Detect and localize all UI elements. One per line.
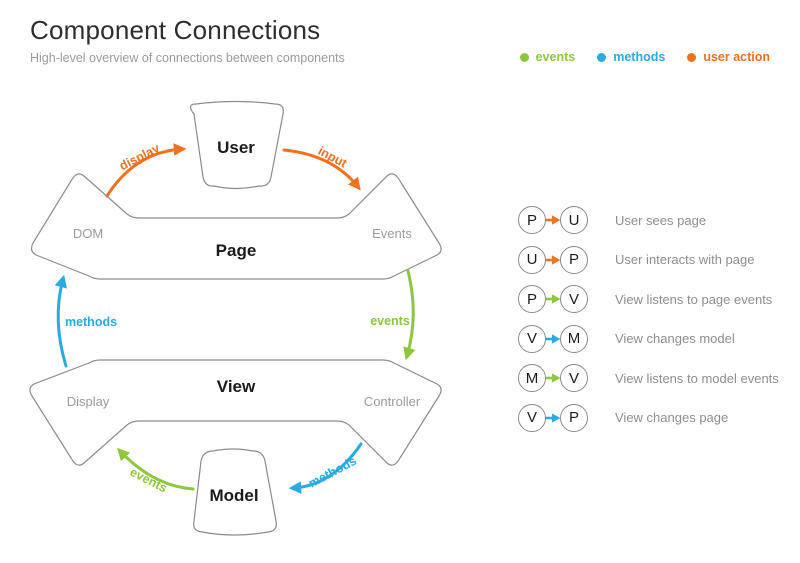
page-label: Page (216, 241, 257, 260)
model-label: Model (209, 486, 258, 505)
events-corner-label: Events (372, 226, 412, 241)
methods-page-flow-label: methods (65, 315, 117, 329)
arrow-events-page (403, 269, 416, 361)
arrow-right-icon (545, 294, 561, 304)
user-label: User (217, 138, 255, 157)
legend-node-to: P (560, 245, 588, 274)
type-legend-methods: methods (597, 50, 665, 64)
legend-row-label: User interacts with page (615, 252, 755, 267)
arrow-right-icon (545, 333, 561, 344)
legend-row-view-listens-page: P V View listens to page events (518, 285, 779, 313)
legend-node-from: V (518, 403, 546, 432)
arrow-right-icon (545, 412, 561, 423)
arrow-methods-page (54, 274, 68, 368)
user-action-dot-icon (687, 52, 697, 62)
view-shape[interactable] (29, 359, 442, 466)
view-label: View (217, 377, 256, 396)
model-shape[interactable] (193, 448, 277, 536)
legend-node-to: V (560, 364, 588, 392)
type-legend-user-action: user action (687, 50, 770, 64)
legend-row-label: View listens to page events (615, 291, 773, 307)
relationship-legend: P U User sees page U P User interacts wi… (518, 206, 779, 432)
arrow-right-icon (545, 215, 561, 225)
type-legend-events-label: events (535, 50, 576, 64)
events-model-flow-label: events (128, 465, 170, 495)
legend-row-user-sees-page: P U User sees page (518, 206, 779, 234)
legend-row-view-changes-page: V P View changes page (518, 403, 779, 432)
legend-node-to: V (560, 285, 588, 313)
methods-model-flow-label: methods (306, 454, 359, 491)
legend-row-view-listens-model: M V View listens to model events (518, 364, 779, 392)
page-title: Component Connections (30, 15, 321, 45)
page-shape[interactable] (30, 173, 442, 280)
type-legend-methods-label: methods (613, 50, 666, 64)
legend-node-to: U (560, 206, 588, 234)
legend-node-to: P (560, 403, 588, 432)
legend-node-from: P (518, 285, 546, 313)
events-dot-icon (519, 52, 529, 62)
arrow-display (105, 143, 187, 198)
controller-corner-label: Controller (364, 394, 421, 409)
display-flow-label: display (117, 141, 162, 173)
type-legend-events: events (519, 50, 576, 64)
legend-node-from: M (518, 364, 546, 392)
legend-node-to: M (560, 324, 588, 353)
display-corner-label: Display (67, 394, 110, 409)
legend-node-from: U (518, 245, 546, 274)
dom-label: DOM (73, 226, 103, 241)
type-legend: events methods user action (519, 50, 770, 64)
arrow-input (282, 148, 361, 191)
legend-row-label: View listens to model events (615, 370, 779, 386)
type-legend-user-action-label: user action (703, 50, 770, 64)
legend-row-label: User sees page (615, 212, 707, 228)
methods-dot-icon (597, 52, 607, 62)
legend-row-view-changes-model: V M View changes model (518, 324, 779, 353)
user-shape[interactable] (189, 100, 284, 190)
legend-row-user-interacts: U P User interacts with page (518, 245, 779, 274)
page-subtitle: High-level overview of connections betwe… (30, 51, 345, 65)
arrow-right-icon (545, 254, 561, 265)
legend-row-label: View changes model (615, 331, 735, 346)
arrow-methods-model (288, 442, 363, 494)
legend-node-from: V (518, 324, 546, 353)
legend-node-from: P (518, 206, 546, 234)
arrow-events-model (116, 447, 195, 491)
legend-row-label: View changes page (615, 410, 729, 425)
arrow-right-icon (545, 373, 561, 383)
events-page-flow-label: events (370, 314, 410, 328)
input-flow-label: input (316, 144, 350, 171)
